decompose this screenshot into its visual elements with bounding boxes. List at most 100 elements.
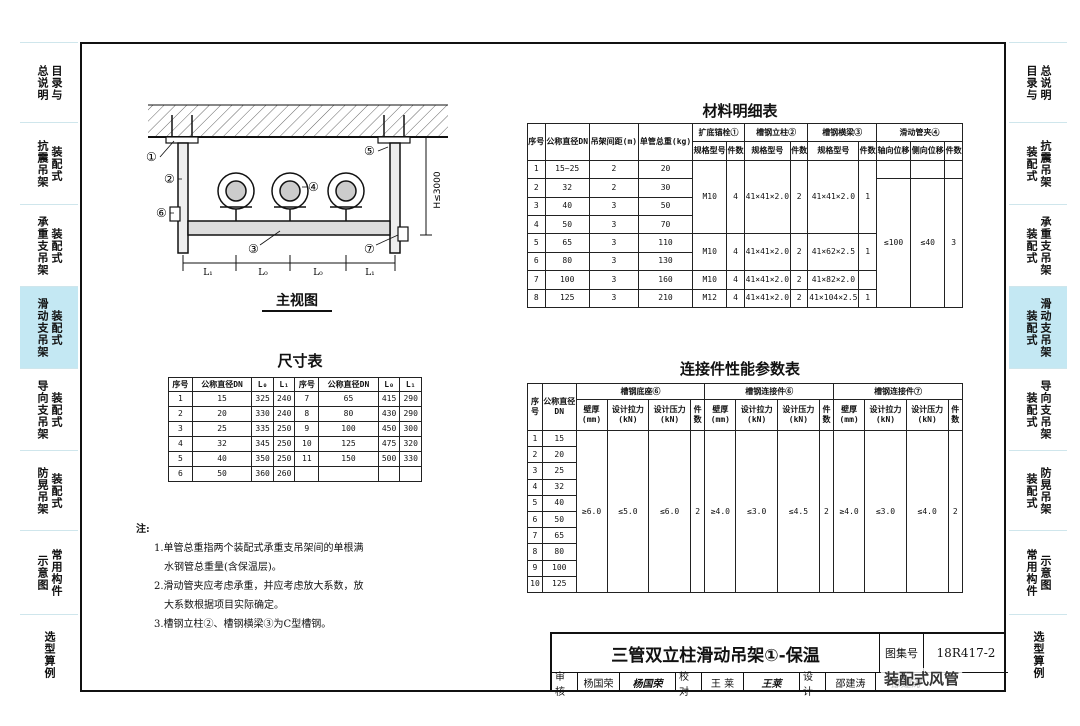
callout-7: ⑦ [364,242,375,256]
mat-cell: 1 [527,159,546,180]
mat-cell: 2 [588,178,639,198]
left-tab-6[interactable]: 示意图常用构件 [20,530,78,614]
right-tab-label: 总说明 [1039,64,1052,101]
size-cell: 300 [399,421,422,437]
connection-table: 序号 公称直径DN 槽钢底座⑥ 槽钢连接件⑥ 槽钢连接件⑦ 壁厚(mm)设计拉力… [527,382,964,594]
right-tab-label: 示意图 [1039,554,1052,591]
dim-l1-left: L₁ [203,268,213,278]
right-tab-label: 装配式 [1025,145,1038,182]
mat-cell: 4 [726,288,745,309]
left-tab-5[interactable]: 防晃吊架装配式 [20,450,78,530]
size-header: L₀ [377,377,401,392]
drawing-frame [80,42,1006,692]
left-tab-2[interactable]: 承重支吊架装配式 [20,204,78,286]
conn-h-dn: 公称直径DN [541,382,577,432]
size-table-title: 尺寸表 [277,352,323,370]
right-tab-label: 选型算例 [1032,630,1045,679]
mat-cell: 41×41×2.0 [743,233,791,272]
mat-cell-empty [910,159,946,180]
conn-sub-header: 设计拉力(kN) [864,399,907,432]
mat-h-qty: 件数 [789,141,809,161]
design-name: 邵建涛 [826,673,876,692]
size-header: L₁ [272,377,296,392]
left-tab-4[interactable]: 导向支吊架装配式 [20,368,78,450]
callout-2: ② [164,172,175,186]
review-name: 杨国荣 [578,673,620,692]
right-tab-2[interactable]: 装配式承重支吊架 [1009,204,1067,286]
conn-cell: 80 [541,543,577,561]
mat-cell: 41×41×2.0 [743,270,791,290]
size-cell: 290 [399,406,422,422]
left-tab-7[interactable]: 选型算例 [20,614,78,694]
conn-cell: ≥4.0 [704,430,737,593]
conn-cell: ≤4.0 [905,430,949,593]
size-cell: 4 [168,436,193,452]
size-cell: 345 [251,436,274,452]
size-cell: 11 [294,451,320,467]
conn-sub-header: 件数 [818,399,835,432]
left-tab-1[interactable]: 抗震吊架装配式 [20,122,78,204]
mat-cell: 125 [544,288,590,309]
right-tab-4[interactable]: 装配式导向支吊架 [1009,368,1067,450]
mat-cell: 2 [789,288,809,309]
mat-cell: ≤100 [875,178,912,308]
size-header: 公称直径DN [191,377,253,392]
mat-cell: 4 [527,214,546,235]
conn-cell: 3 [527,462,543,480]
mat-cell-empty [875,159,912,180]
size-cell: 250 [272,436,296,452]
conn-sub-header: 设计拉力(kN) [735,399,779,432]
mat-cell: 210 [637,288,694,309]
size-cell: 250 [272,451,296,467]
right-tab-label: 装配式 [1025,472,1038,509]
left-tab-label: 防晃吊架 [36,466,49,515]
left-tab-3[interactable]: 滑动支吊架装配式 [20,286,78,368]
conn-sub-header: 件数 [947,399,964,432]
left-tab-0[interactable]: 总说明目录与 [20,42,78,122]
mat-cell: 3 [527,196,546,216]
right-tab-1[interactable]: 装配式抗震吊架 [1009,122,1067,204]
left-tab-label: 目录与 [50,64,63,101]
size-cell [399,466,422,482]
drawing-title: 三管双立柱滑动吊架①-保温 [552,634,880,672]
callout-6: ⑥ [156,206,167,220]
mat-cell: 4 [726,233,745,272]
mat-cell: 2 [789,159,809,235]
mat-g-anchor: 扩底锚栓① [692,122,745,143]
mat-h-weight: 单管总重(kg) [637,123,694,161]
conn-cell: 20 [541,446,577,464]
size-cell: 320 [399,436,422,452]
left-tab-label: 装配式 [50,472,63,509]
size-cell: 5 [168,451,193,467]
mat-cell: 32 [544,178,590,198]
conn-cell: 100 [541,559,577,577]
conn-sub-header: 设计压力(kN) [905,399,949,432]
check-signature: 王莱 [744,673,800,692]
right-tab-label: 装配式 [1025,391,1038,428]
mat-cell: 2 [789,270,809,290]
size-cell: 3 [168,421,193,437]
right-tab-7[interactable]: 选型算例 [1009,614,1067,694]
conn-sub-header: 壁厚(mm) [575,399,608,432]
mat-h-spec: 规格型号 [807,141,860,161]
design-label: 设计 [800,672,826,698]
mat-cell: 3 [944,178,963,308]
conn-cell: 2 [527,446,543,464]
right-tab-label: 目录与 [1025,64,1038,101]
conn-cell: 2 [689,430,706,593]
size-cell: 500 [377,451,401,467]
right-tab-5[interactable]: 装配式防晃吊架 [1009,450,1067,530]
mat-cell: 3 [588,270,639,290]
right-tab-3[interactable]: 装配式滑动支吊架 [1009,286,1067,368]
right-tab-0[interactable]: 目录与总说明 [1009,42,1067,122]
mat-cell: 50 [637,196,694,216]
right-tab-6[interactable]: 常用构件示意图 [1009,530,1067,614]
size-cell: 240 [272,406,296,422]
